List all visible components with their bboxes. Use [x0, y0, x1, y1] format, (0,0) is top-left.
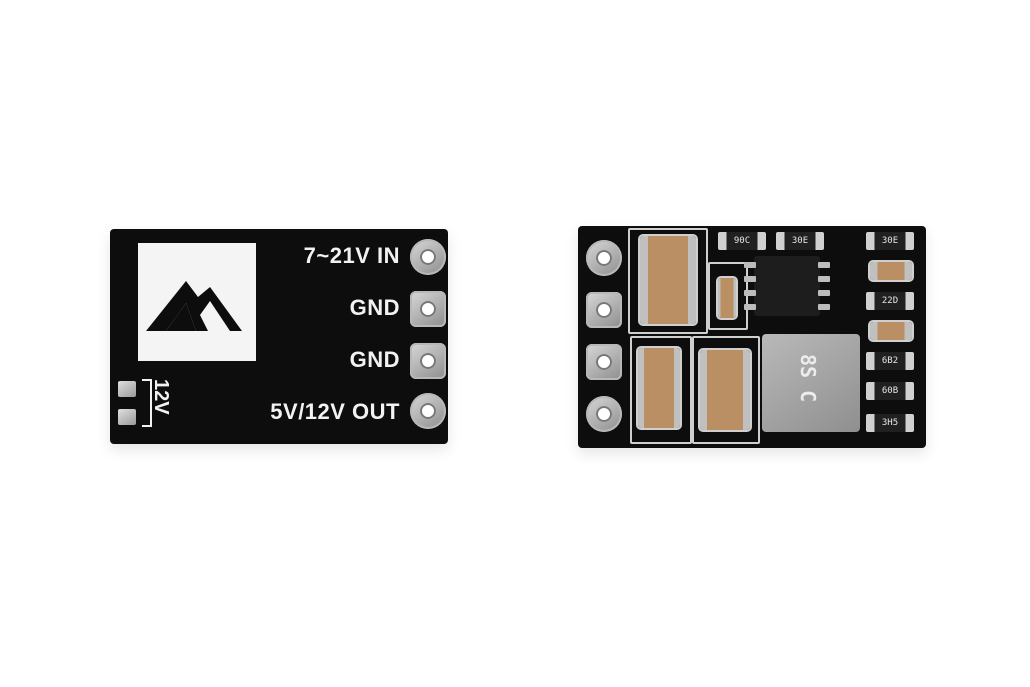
front-board: 7~21V IN GND GND 5V/12V OUT 12V [110, 229, 448, 444]
back-pad-1 [586, 240, 622, 276]
capacitor [870, 262, 912, 280]
solder-pad-gnd-2 [410, 343, 446, 379]
resistor: 30E [866, 232, 914, 250]
jumper-label: 12V [150, 379, 172, 415]
voltage-regulator-ic [744, 256, 830, 316]
logo [138, 243, 256, 361]
back-pad-2 [586, 292, 622, 328]
solder-pad-output [410, 393, 446, 429]
trace-outline [630, 336, 692, 444]
capacitor [718, 278, 736, 318]
resistor: 6B2 [866, 352, 914, 370]
jumper-pad-bottom [118, 409, 136, 425]
trace-outline [708, 262, 748, 330]
resistor: 3H5 [866, 414, 914, 432]
capacitor [640, 236, 696, 324]
trace-outline [628, 228, 708, 334]
pin-label-gnd-1: GND [349, 295, 400, 320]
jumper-pad-top [118, 381, 136, 397]
capacitor [870, 322, 912, 340]
jumper-bracket [142, 379, 152, 427]
inductor-mark: 8S C [796, 354, 820, 403]
resistor: 90C [718, 232, 766, 250]
inductor: 8S C [762, 334, 860, 432]
trace-outline [692, 336, 760, 444]
back-pad-4 [586, 396, 622, 432]
back-pad-3 [586, 344, 622, 380]
back-board: 90C 30E 8S C 30E 22D 6B2 60B 3H5 [578, 226, 926, 448]
pin-label-output: 5V/12V OUT [270, 399, 400, 424]
resistor: 60B [866, 382, 914, 400]
solder-pad-gnd-1 [410, 291, 446, 327]
capacitor [700, 350, 750, 430]
pin-label-input: 7~21V IN [303, 243, 400, 268]
resistor: 22D [866, 292, 914, 310]
resistor: 30E [776, 232, 824, 250]
capacitor [638, 348, 680, 428]
solder-pad-input [410, 239, 446, 275]
mountain-icon [146, 281, 242, 331]
pin-label-gnd-2: GND [349, 347, 400, 372]
